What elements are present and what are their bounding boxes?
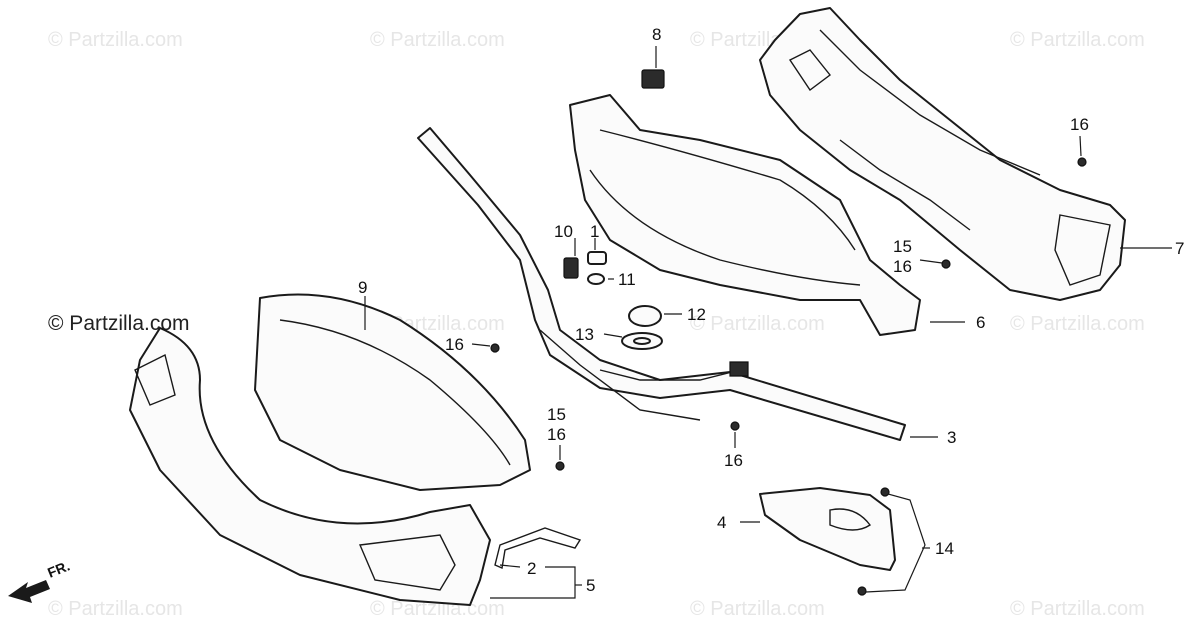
callout-label: 15: [893, 237, 912, 256]
callout-label: 16: [547, 425, 566, 444]
callout-label: 15: [547, 405, 566, 424]
callout-label: 4: [717, 513, 726, 532]
callout-label: 16: [445, 335, 464, 354]
part-washer-11[interactable]: [587, 273, 605, 285]
watermark-group: © Partzilla.com © Partzilla.com © Partzi…: [48, 29, 1145, 620]
part-screw-16[interactable]: [941, 259, 951, 269]
callout-label: 16: [1070, 115, 1089, 134]
watermark: © Partzilla.com: [48, 598, 183, 620]
part-screw-14[interactable]: [880, 487, 890, 497]
callout-label: 7: [1175, 239, 1184, 258]
watermark: © Partzilla.com: [1010, 29, 1145, 51]
callout-labels: 1 2 3 4 5 6 7 8 9 10 11 12 13 14 15 15 1…: [358, 25, 1184, 595]
part-clip-10[interactable]: [563, 257, 579, 279]
watermark: © Partzilla.com: [690, 598, 825, 620]
part-screw-16[interactable]: [730, 421, 740, 431]
callout-label: 2: [527, 559, 536, 578]
part-grommet-1[interactable]: [587, 251, 607, 265]
callout-label: 14: [935, 539, 954, 558]
callout-label: 1: [590, 222, 599, 241]
part-screw-16[interactable]: [1077, 157, 1087, 167]
part-screw-16[interactable]: [490, 343, 500, 353]
callout-label: 6: [976, 313, 985, 332]
callout-label: 13: [575, 325, 594, 344]
watermark: © Partzilla.com: [1010, 313, 1145, 335]
part-inner-plate[interactable]: [759, 487, 896, 571]
part-front-cover[interactable]: [569, 94, 921, 336]
callout-label: 8: [652, 25, 661, 44]
watermark: © Partzilla.com: [690, 313, 825, 335]
leader-lines: [364, 46, 1172, 599]
callout-label: 11: [618, 270, 636, 289]
part-rear-cover[interactable]: [759, 7, 1126, 301]
part-wire-clip[interactable]: [494, 527, 582, 569]
callout-label: 9: [358, 278, 367, 297]
part-washer-13-hole: [633, 337, 651, 345]
watermark: © Partzilla.com: [1010, 598, 1145, 620]
callout-label: 10: [554, 222, 573, 241]
part-handlebar[interactable]: [417, 127, 906, 441]
callout-label: 5: [586, 576, 595, 595]
direction-label: FR.: [45, 557, 72, 580]
watermark: © Partzilla.com: [370, 29, 505, 51]
callout-label: 3: [947, 428, 956, 447]
part-lower-cover[interactable]: [129, 327, 491, 606]
watermark: © Partzilla.com: [48, 29, 183, 51]
callout-label: 16: [893, 257, 912, 276]
watermark-prominent: © Partzilla.com: [48, 312, 190, 335]
part-nut-12[interactable]: [628, 305, 662, 327]
arrow-icon: [8, 580, 50, 603]
callout-label: 16: [724, 451, 743, 470]
part-screw-16[interactable]: [555, 461, 565, 471]
part-screw-14[interactable]: [857, 586, 867, 596]
callout-label: 12: [687, 305, 706, 324]
part-windscreen[interactable]: [254, 293, 531, 491]
front-direction-marker: FR.: [8, 557, 72, 603]
part-clip-8[interactable]: [641, 69, 665, 89]
